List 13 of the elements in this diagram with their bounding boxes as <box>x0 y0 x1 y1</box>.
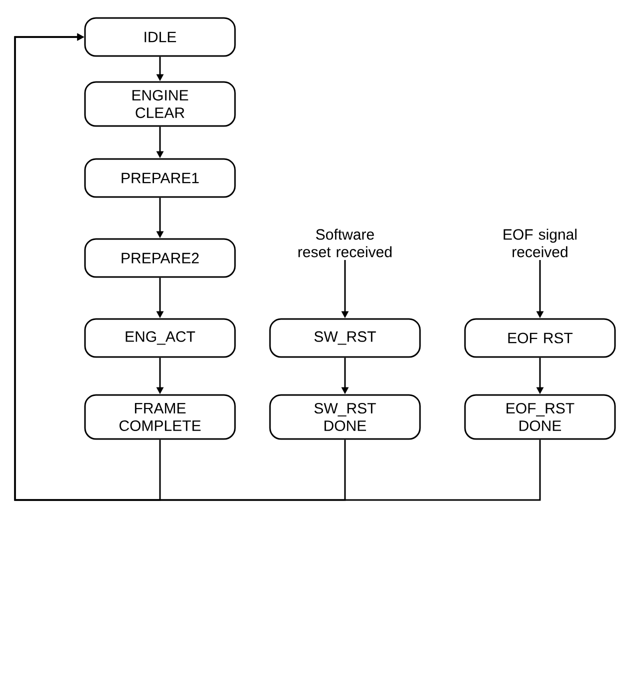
state-box: EOF_RST DONE <box>464 394 616 440</box>
state-box: ENG_ACT <box>84 318 236 358</box>
state-box: SW_RST <box>269 318 421 358</box>
trigger-label: Software reset received <box>298 228 392 258</box>
return-line <box>14 33 541 501</box>
state-box: IDLE <box>84 17 236 57</box>
state-box: EOF RST <box>464 318 616 358</box>
state-box: FRAME COMPLETE <box>84 394 236 440</box>
trigger-label: EOF signal received <box>504 228 576 258</box>
state-box: SW_RST DONE <box>269 394 421 440</box>
state-box: ENGINE CLEAR <box>84 81 236 127</box>
state-box: PREPARE1 <box>84 158 236 198</box>
state-box: PREPARE2 <box>84 238 236 278</box>
